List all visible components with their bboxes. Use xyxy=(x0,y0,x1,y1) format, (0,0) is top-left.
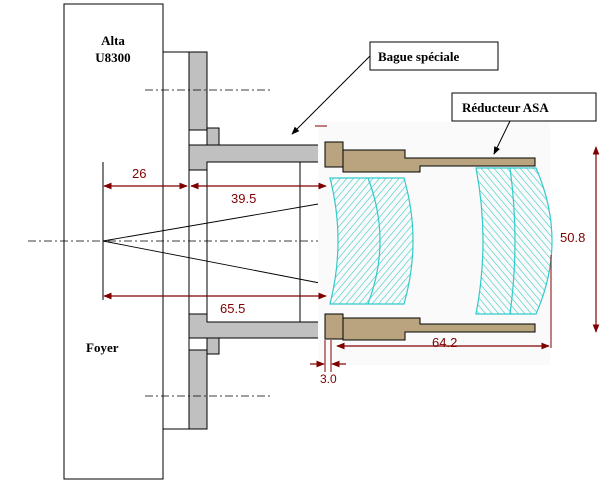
adapter-plate-upper xyxy=(188,51,208,131)
dimension-65-5-label: 65.5 xyxy=(220,301,245,316)
dimension-26-label: 26 xyxy=(132,166,146,181)
camera-body xyxy=(63,3,164,480)
camera-name-line1: Alta xyxy=(101,33,125,48)
ray-lower xyxy=(102,240,331,286)
reducer-barrel-top xyxy=(342,149,536,173)
camera-plate xyxy=(162,51,190,430)
rear-lens-group xyxy=(475,167,553,315)
camera-name-line2: U8300 xyxy=(95,50,130,65)
dimension-39-5-label: 39.5 xyxy=(231,191,256,206)
special-ring-lower xyxy=(324,313,344,340)
reducer-barrel-bottom xyxy=(342,317,536,341)
callout-ring-text: Bague spéciale xyxy=(378,49,459,64)
dimension-64-2-label: 64.2 xyxy=(432,335,457,350)
focus-label: Foyer xyxy=(86,340,119,355)
callout-reducer-leader xyxy=(493,120,511,155)
special-ring-upper xyxy=(324,141,344,168)
callout-reducer-box xyxy=(451,92,597,122)
front-lens-group xyxy=(329,177,414,305)
dimension-3-0-label: 3.0 xyxy=(320,372,337,386)
front-lens-interface xyxy=(367,177,381,305)
ray-upper xyxy=(102,201,331,242)
rear-lens-interface xyxy=(509,167,516,315)
dimension-50-8-label: 50.8 xyxy=(560,230,585,245)
adapter-plate-lower xyxy=(188,349,208,430)
callout-reducer-text: Réducteur ASA xyxy=(462,100,549,115)
callout-ring-box xyxy=(369,41,499,71)
callout-ring-leader xyxy=(291,55,371,135)
